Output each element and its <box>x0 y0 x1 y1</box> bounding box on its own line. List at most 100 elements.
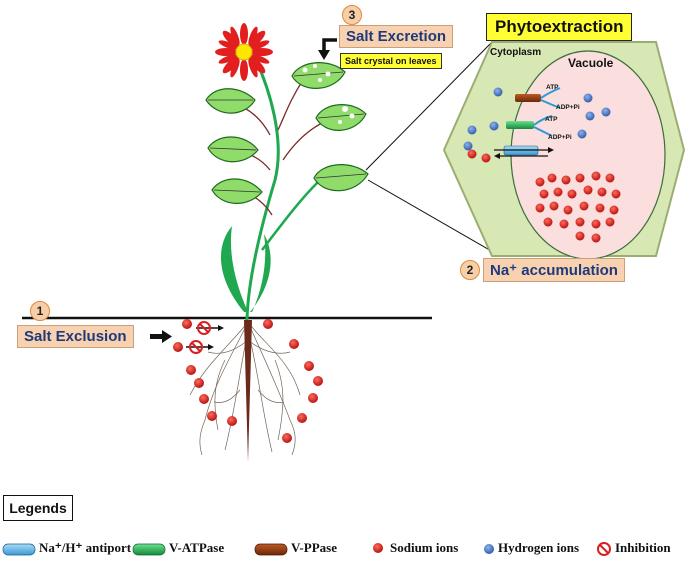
sodium-ion <box>289 339 299 349</box>
leaf <box>205 88 256 114</box>
sodium-ion <box>575 217 585 227</box>
cytoplasm-ions <box>463 87 611 163</box>
sodium-ion <box>563 205 573 215</box>
hydrogen-ion <box>467 125 477 135</box>
main-stem <box>245 57 280 321</box>
sodium-ion <box>605 173 615 183</box>
sodium-ion <box>313 376 323 386</box>
leaf <box>315 104 367 131</box>
sodium-ion <box>263 319 273 329</box>
legend-label-hydrogen: Hydrogen ions <box>498 540 580 555</box>
sodium-ion <box>297 413 307 423</box>
step-badge-two: 2 <box>460 260 480 280</box>
hydrogen-ion <box>463 141 473 151</box>
hydrogen-ion <box>601 107 611 117</box>
antiporter-icon <box>2 543 36 556</box>
basal-leaf-right <box>250 234 271 312</box>
hydrogen-ion-icon <box>484 544 494 554</box>
exclusion-arrow <box>150 330 172 343</box>
hydrogen-ion <box>577 129 587 139</box>
inhibition-icon <box>189 340 203 354</box>
sodium-ion <box>553 187 563 197</box>
phytoextraction-title: Phytoextraction <box>486 13 633 41</box>
sodium-ion <box>605 217 615 227</box>
sodium-ion <box>547 173 557 183</box>
atp-label-top: ATP <box>546 84 559 91</box>
sodium-ion <box>597 187 607 197</box>
root-inhibition <box>186 321 224 354</box>
flower <box>215 23 273 81</box>
sodium-ion <box>304 361 314 371</box>
salt-exclusion-label: Salt Exclusion <box>17 325 134 348</box>
legend-label-v-ppase: V-PPase <box>291 540 337 555</box>
na-accumulation-label: Na⁺ accumulation <box>483 258 625 282</box>
zoom-line-top <box>365 41 493 171</box>
sodium-ion <box>591 171 601 181</box>
na-h-antiporter <box>494 145 554 159</box>
legend-label-sodium: Sodium ions <box>390 540 459 555</box>
legend-label-inhibition: Inhibition <box>615 540 671 555</box>
legend-title: Legends <box>3 495 73 521</box>
taproot <box>244 320 252 462</box>
v-ppase-icon <box>254 543 288 556</box>
v-atpase-icon <box>132 543 166 556</box>
cytoplasm-label: Cytoplasm <box>490 47 542 58</box>
leaf <box>313 164 369 192</box>
sodium-ion <box>583 185 593 195</box>
soil-sodium-ions <box>173 319 323 443</box>
sodium-ion <box>173 342 183 352</box>
sodium-ion <box>194 378 204 388</box>
sodium-ion <box>543 217 553 227</box>
sodium-ion <box>535 203 545 213</box>
sodium-ion <box>591 233 601 243</box>
sodium-ion <box>199 394 209 404</box>
sodium-ion <box>182 319 192 329</box>
basal-leaf-left <box>220 226 248 312</box>
sodium-ion <box>579 201 589 211</box>
step-badge-one: 1 <box>30 301 50 321</box>
legend-label-antiport: Na⁺/H⁺ antiport <box>39 540 132 555</box>
branch-stem <box>261 181 319 251</box>
sodium-ion-icon <box>373 543 383 553</box>
sodium-ion <box>207 411 217 421</box>
excretion-arrow <box>322 38 337 52</box>
sodium-ion <box>591 219 601 229</box>
vacuole-label: Vacuole <box>568 56 614 70</box>
hydrogen-ion <box>489 121 499 131</box>
atp-label-mid: ATP <box>545 116 558 123</box>
adp-label-top: ADP+Pi <box>556 104 580 111</box>
sodium-ion <box>595 203 605 213</box>
sodium-ion <box>308 393 318 403</box>
sodium-ion <box>559 219 569 229</box>
sodium-ion <box>609 205 619 215</box>
sodium-ion <box>186 365 196 375</box>
inhibition-icon <box>197 321 211 335</box>
v-atpase-transporter <box>506 115 553 137</box>
salt-crystal-label: Salt crystal on leaves <box>340 53 442 69</box>
inhibition-icon <box>597 542 611 556</box>
leaves <box>205 62 369 204</box>
sodium-ion <box>539 189 549 199</box>
sodium-ion <box>549 201 559 211</box>
salt-excretion-label: Salt Excretion <box>339 25 454 48</box>
sodium-ion <box>561 175 571 185</box>
vacuole-sodium-cluster <box>535 171 621 243</box>
hydrogen-ion <box>583 93 593 103</box>
zoom-line-bottom <box>367 179 501 257</box>
sodium-ion <box>567 189 577 199</box>
excretion-arrowhead <box>318 50 330 60</box>
hydrogen-ion <box>493 87 503 97</box>
sodium-ion <box>535 177 545 187</box>
v-ppase-transporter <box>515 87 561 109</box>
sodium-ion <box>611 189 621 199</box>
adp-label-mid: ADP+Pi <box>548 134 572 141</box>
sodium-ion <box>481 153 491 163</box>
hydrogen-ion <box>585 111 595 121</box>
sodium-ion <box>282 433 292 443</box>
sodium-ion <box>575 231 585 241</box>
legend-label-v-atpase: V-ATPase <box>169 540 225 555</box>
sodium-ion <box>467 149 477 159</box>
salt-crystals <box>302 64 355 124</box>
sodium-ion <box>227 416 237 426</box>
